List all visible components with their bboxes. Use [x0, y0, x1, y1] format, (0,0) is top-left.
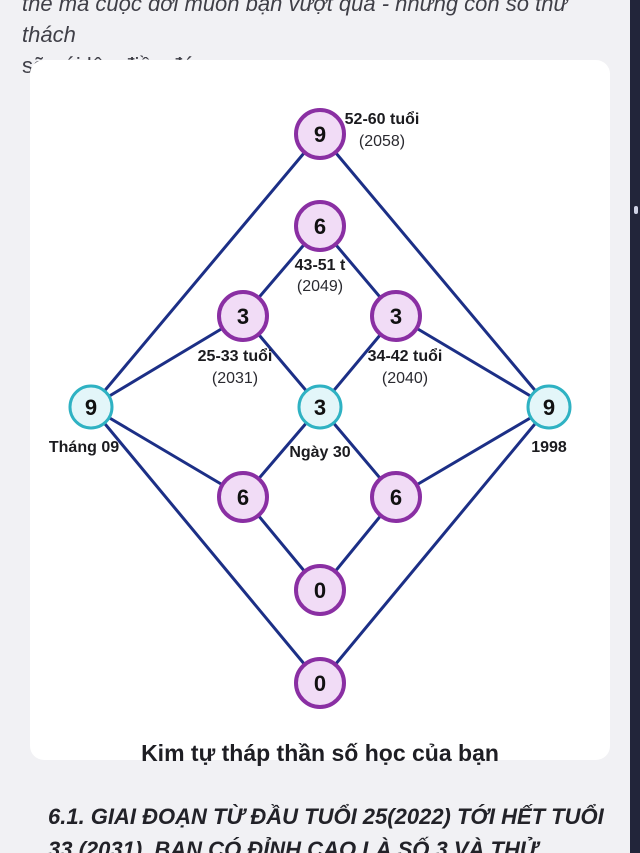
- pyramid-nodes: 9 6 3 3 9 3 9 6 6 0 0: [68, 108, 572, 709]
- section-heading: 6.1. GIAI ĐOẠN TỪ ĐẦU TUỔI 25(2022) TỚI …: [48, 800, 608, 853]
- pyramid-label-peak4: 52-60 tuổi: [345, 110, 420, 128]
- pyramid-node-circle: [297, 384, 343, 430]
- pyramid-node-number: 9: [543, 395, 555, 420]
- pyramid-node-circle: [294, 657, 346, 709]
- pyramid-node-circle: [370, 471, 422, 523]
- section-heading-line-1: 6.1. GIAI ĐOẠN TỪ ĐẦU TUỔI 25(2022) TỚI …: [48, 804, 604, 829]
- pyramid-labels: 52-60 tuổi (2058) 43-51 t (2049) 25-33 tuổi (…: [49, 110, 567, 461]
- section-heading-line-2: 33 (2031), BẠN CÓ ĐỈNH CAO LÀ SỐ 3 VÀ TH…: [48, 837, 538, 853]
- pyramid-edge-challenge4-year: [318, 405, 551, 685]
- pyramid-sublabel-peak3: (2049): [297, 278, 343, 295]
- pyramid-edge-peak4-year: [318, 132, 551, 409]
- pyramid-label-peak3: 43-51 t: [295, 257, 346, 274]
- pyramid-edge-month-challenge1: [89, 405, 245, 499]
- pyramid-node-circle: [294, 200, 346, 252]
- pyramid-node-circle: [526, 384, 572, 430]
- pyramid-sublabel-peak1: (2031): [212, 370, 258, 387]
- pyramid-node-challenge2: 6: [370, 471, 422, 523]
- pyramid-node-number: 6: [314, 214, 326, 239]
- pyramid-node-peak4: 9: [294, 108, 346, 160]
- pyramid-node-circle: [217, 471, 269, 523]
- pyramid-node-circle: [294, 108, 346, 160]
- intro-line-1: thế mà cuộc đời muốn bạn vượt qua - nhưn…: [22, 0, 568, 47]
- pyramid-node-number: 9: [85, 395, 97, 420]
- pyramid-label-peak2: 34-42 tuổi: [368, 347, 443, 365]
- pyramid-node-challenge4: 0: [294, 657, 346, 709]
- pyramid-node-peak2: 3: [370, 290, 422, 342]
- pyramid-node-peak1: 3: [217, 290, 269, 342]
- pyramid-caption: Kim tự tháp thần số học của bạn: [141, 740, 499, 766]
- pyramid-node-number: 9: [314, 122, 326, 147]
- pyramid-node-number: 0: [314, 671, 326, 696]
- pyramid-node-number: 3: [390, 304, 402, 329]
- scroll-indicator[interactable]: [634, 206, 638, 214]
- pyramid-node-number: 0: [314, 578, 326, 603]
- pyramid-node-circle: [217, 290, 269, 342]
- pyramid-edge-challenge2-year: [394, 405, 551, 499]
- pyramid-node-number: 3: [237, 304, 249, 329]
- pyramid-label-year: 1998: [531, 439, 567, 456]
- pyramid-edge-month-peak1: [89, 314, 245, 409]
- pyramid-label-peak1: 25-33 tuổi: [198, 347, 273, 365]
- pyramid-node-number: 6: [237, 485, 249, 510]
- numerology-pyramid-diagram: 9 6 3 3 9 3 9 6 6 0 0 52-60 tuổi (2058) 43-51 t (2049…: [49, 108, 572, 709]
- pyramid-label-month: Tháng 09: [49, 439, 119, 456]
- pyramid-node-circle: [294, 564, 346, 616]
- pyramid-node-number: 3: [314, 395, 326, 420]
- pyramid-edge-peak2-year: [394, 314, 551, 409]
- pyramid-node-peak3: 6: [294, 200, 346, 252]
- pyramid-node-circle: [68, 384, 114, 430]
- pyramid-node-challenge1: 6: [217, 471, 269, 523]
- pyramid-node-challenge3: 0: [294, 564, 346, 616]
- pyramid-edge-month-peak4: [89, 132, 322, 409]
- pyramid-node-number: 6: [390, 485, 402, 510]
- pyramid-node-year: 9: [526, 384, 572, 430]
- pyramid-sublabel-peak2: (2040): [382, 370, 428, 387]
- pyramid-label-day: Ngày 30: [289, 444, 350, 461]
- pyramid-edge-month-challenge4: [89, 405, 322, 685]
- pyramid-node-month: 9: [68, 384, 114, 430]
- pyramid-sublabel-peak4: (2058): [359, 133, 405, 150]
- pyramid-node-day: 3: [297, 384, 343, 430]
- pyramid-node-circle: [370, 290, 422, 342]
